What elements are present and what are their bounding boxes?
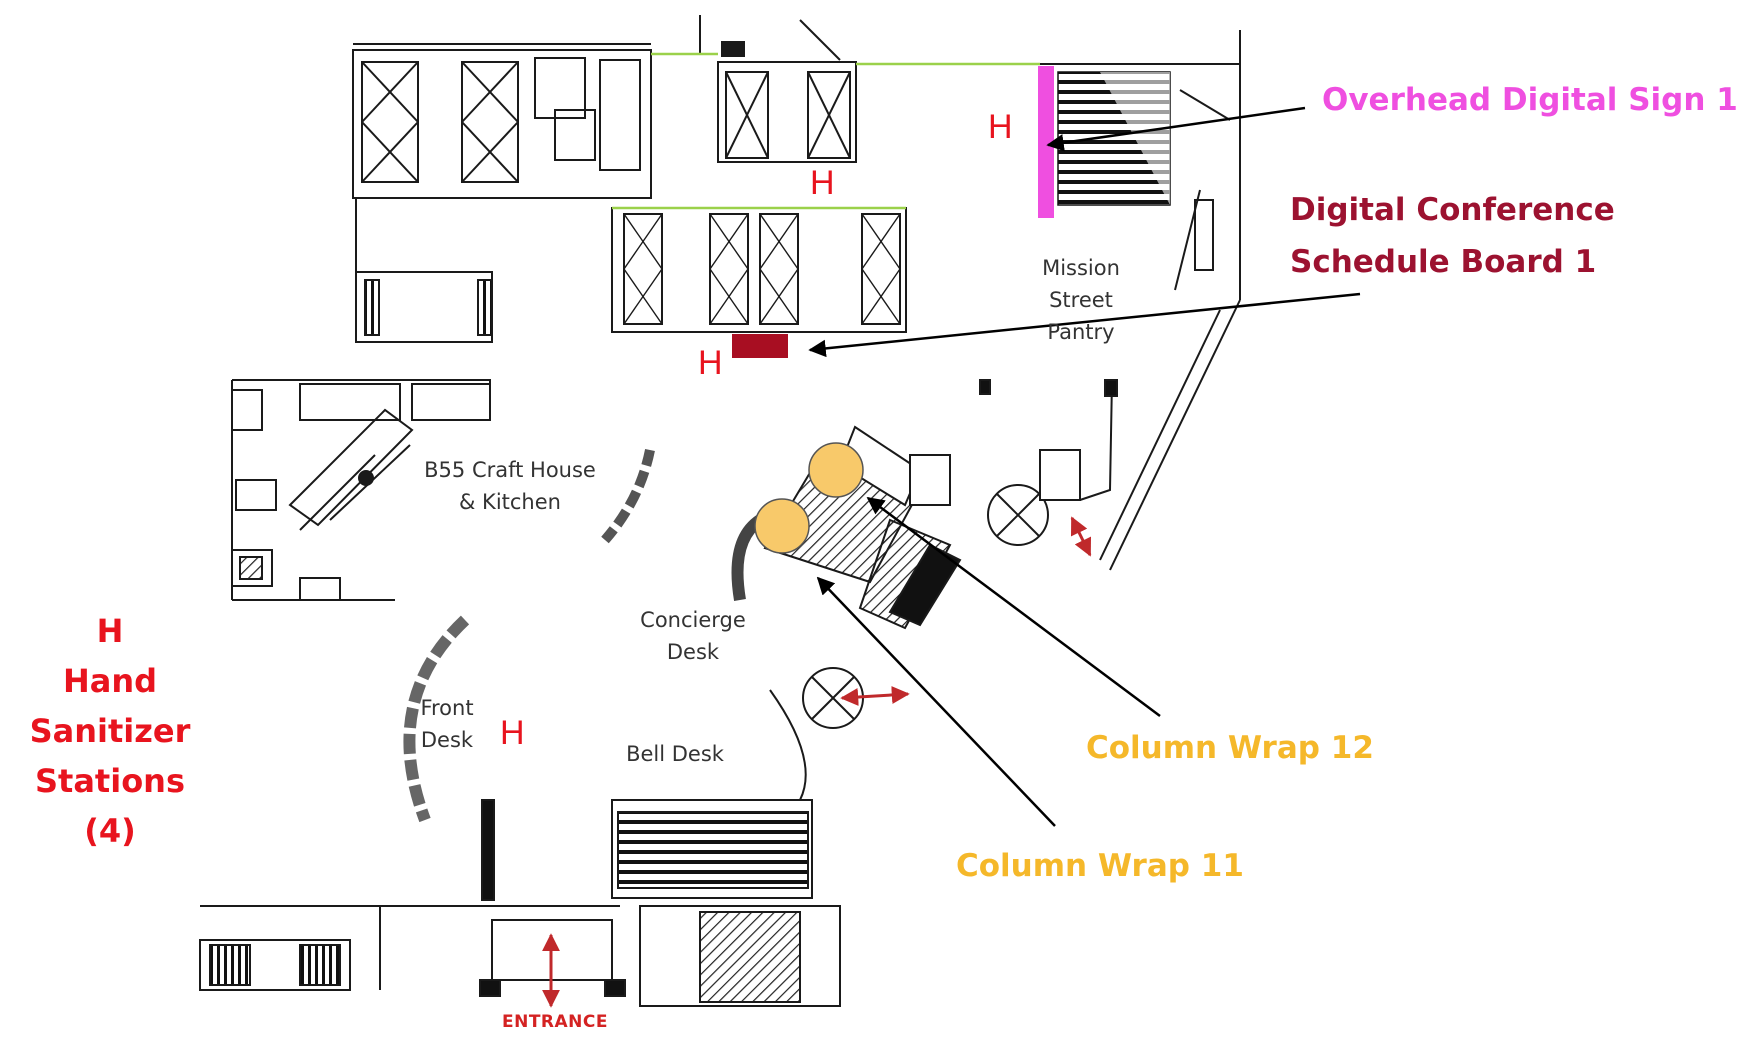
b55-craft-house-label: B55 Craft House & Kitchen (424, 458, 596, 514)
overhead-digital-sign-callout: Overhead Digital Sign 1 (1322, 82, 1738, 118)
digital-conference-board-callout: Digital Conference Schedule Board 1 (1290, 192, 1615, 280)
conference-board-rect (732, 334, 788, 358)
column-wrap-12-callout: Column Wrap 12 (1086, 730, 1374, 766)
column-wrap-11-callout: Column Wrap 11 (956, 848, 1244, 884)
bell-desk-label: Bell Desk (626, 742, 724, 766)
green-edge-lines (612, 52, 1040, 210)
hand-sanitizer-mark: H (698, 344, 723, 382)
column-structure (763, 379, 1118, 729)
front-desk-label: Front Desk (420, 696, 474, 752)
column-wrap-11-marker (754, 498, 810, 554)
arrow-column-wrap-12 (866, 496, 1161, 718)
concierge-desk-label: Concierge Desk (640, 608, 746, 664)
overhead-digital-sign-bar (1038, 66, 1054, 218)
arrow-overhead-sign (1046, 106, 1306, 152)
hand-sanitizer-mark: H (988, 108, 1013, 146)
building-walls (231, 15, 1241, 601)
column-wrap-12-marker (808, 442, 864, 498)
arrow-conference-board (808, 292, 1361, 358)
arrow-column-wrap-11 (816, 576, 1056, 827)
hand-sanitizer-mark: H (500, 714, 525, 752)
hand-sanitizer-mark: H (810, 164, 835, 202)
entrance-label: ENTRANCE (502, 1012, 608, 1032)
hand-sanitizer-legend: H Hand Sanitizer Stations (4) (29, 612, 191, 850)
callout-arrows (808, 106, 1361, 827)
mission-street-pantry-label: Mission Street Pantry (1042, 256, 1120, 344)
door-arrows (542, 516, 1092, 1008)
